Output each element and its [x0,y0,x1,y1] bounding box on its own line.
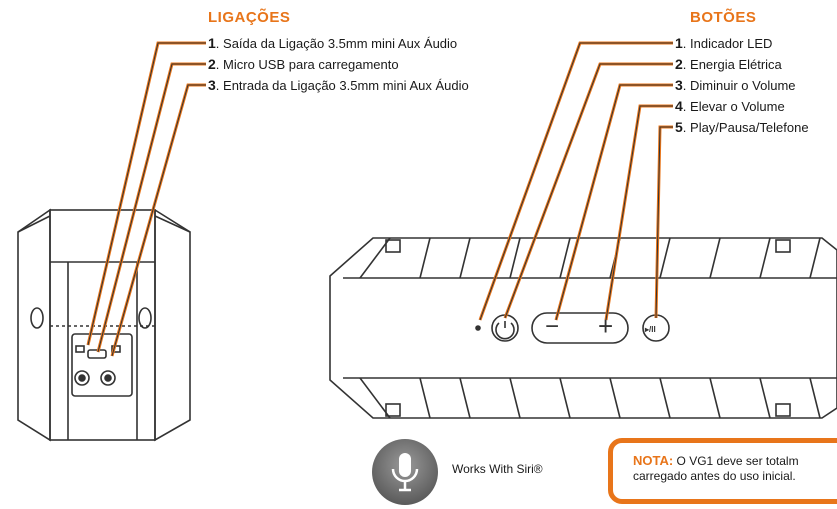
button-item-text: . Play/Pausa/Telefone [682,120,809,135]
play-pause-button: ▸/II [645,325,656,334]
speaker-side-view [17,208,191,442]
connections-title: LIGAÇÕES [208,9,291,26]
microphone-icon [372,439,438,505]
button-item-text: . Energia Elétrica [682,57,782,72]
note-box: NOTA: O VG1 deve ser totalm carregado an… [608,438,837,504]
button-item-text: . Indicador LED [682,36,773,51]
button-item-3: 3. Diminuir o Volume [675,77,796,93]
connection-item-number: 1 [208,35,216,51]
connection-item-2: 2. Micro USB para carregamento [208,56,399,72]
button-item-text: . Elevar o Volume [682,99,785,114]
connection-item-text: . Entrada da Ligação 3.5mm mini Aux Áudi… [215,78,469,93]
button-item-number: 2 [675,56,683,72]
connection-callout-lines-dark [87,42,673,357]
connection-item-1: 1. Saída da Ligação 3.5mm mini Aux Áudio [208,35,457,51]
button-item-2: 2. Energia Elétrica [675,56,782,72]
siri-label: Works With Siri® [452,462,543,476]
button-item-4: 4. Elevar o Volume [675,98,785,114]
note-text-line-1: O VG1 deve ser totalm [673,454,799,468]
buttons-title: BOTÕES [690,9,757,26]
connection-item-3: 3. Entrada da Ligação 3.5mm mini Aux Áud… [208,77,469,93]
connection-item-number: 2 [208,56,216,72]
button-item-number: 4 [675,98,683,114]
note-text-line-2: carregado antes do uso inicial. [633,469,796,483]
connection-item-text: . Micro USB para carregamento [215,57,399,72]
button-item-1: 1. Indicador LED [675,35,772,51]
button-item-number: 3 [675,77,683,93]
button-item-number: 5 [675,119,683,135]
connection-item-number: 3 [208,77,216,93]
volume-plus-button: + [598,311,614,341]
button-item-text: . Diminuir o Volume [682,78,796,93]
volume-minus-button: − [545,313,560,340]
button-item-number: 1 [675,35,683,51]
speaker-front-view [329,237,837,419]
note-label: NOTA: [633,453,674,468]
button-item-5: 5. Play/Pausa/Telefone [675,119,809,135]
connection-item-text: . Saída da Ligação 3.5mm mini Aux Áudio [215,36,458,51]
